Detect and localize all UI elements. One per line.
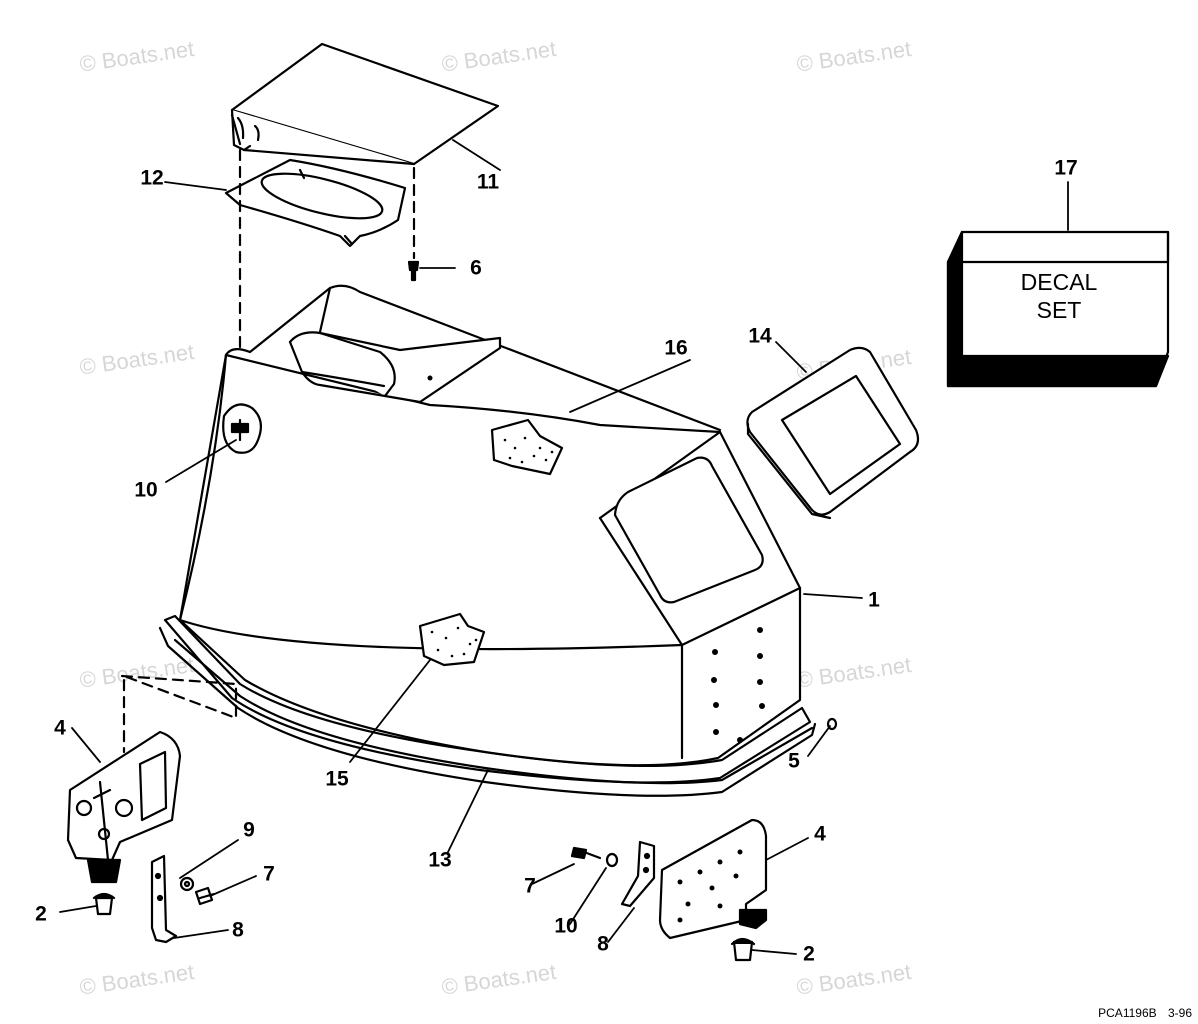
clip-part-8-right: [620, 840, 656, 908]
callout-10: 10: [134, 478, 158, 502]
callout-17: 17: [1054, 156, 1078, 180]
decal-line-1: DECAL: [1020, 269, 1098, 295]
callout-1: 1: [868, 588, 880, 612]
callout-14: 14: [748, 324, 772, 348]
callout-11: 11: [476, 170, 500, 194]
clip-part-8-left: [150, 854, 178, 944]
bumper-part-2-right: [730, 937, 756, 962]
leader-lines: [59, 139, 1069, 955]
bumper-part-2-left: [92, 892, 116, 916]
callout-6: 6: [470, 256, 482, 280]
screw-part-7-right: [570, 846, 602, 860]
callout-8: 8: [597, 932, 609, 956]
drawing-date: 3-96: [1167, 1006, 1192, 1020]
guide-line: [120, 674, 238, 754]
bracket-part-4-left: [66, 730, 182, 884]
callout-16: 16: [664, 336, 688, 360]
callout-2: 2: [35, 902, 47, 926]
callout-15: 15: [325, 767, 349, 791]
knob-part-10: [222, 403, 263, 454]
callout-4: 4: [814, 822, 826, 846]
washer-part-10: [605, 852, 619, 868]
screw-part-6: [407, 260, 420, 282]
drawing-code: PCA1196B 3-96: [1098, 1006, 1192, 1020]
decal-line-2: SET: [1036, 297, 1082, 323]
callout-9: 9: [243, 818, 255, 842]
callout-13: 13: [428, 848, 452, 872]
callout-2: 2: [803, 942, 815, 966]
callout-12: 12: [140, 166, 164, 190]
top-cover-part-11: [230, 42, 500, 166]
engine-cover-part-1: [158, 284, 817, 797]
bracket-part-4-right: [658, 818, 768, 940]
callout-7: 7: [524, 874, 536, 898]
callout-10: 10: [554, 914, 578, 938]
decal-set-label: DECAL SET: [948, 268, 1170, 324]
pin-part-5: [826, 717, 838, 731]
washer-part-9: [179, 876, 195, 892]
decal-set-box-part-17: [946, 230, 1170, 388]
callout-5: 5: [788, 749, 800, 773]
callout-8: 8: [232, 918, 244, 942]
seal-frame-part-12: [224, 158, 407, 248]
callout-4: 4: [54, 716, 66, 740]
drawing-code-number: PCA1196B: [1098, 1006, 1157, 1020]
callout-7: 7: [263, 862, 275, 886]
window-seal-part-14: [746, 346, 920, 520]
